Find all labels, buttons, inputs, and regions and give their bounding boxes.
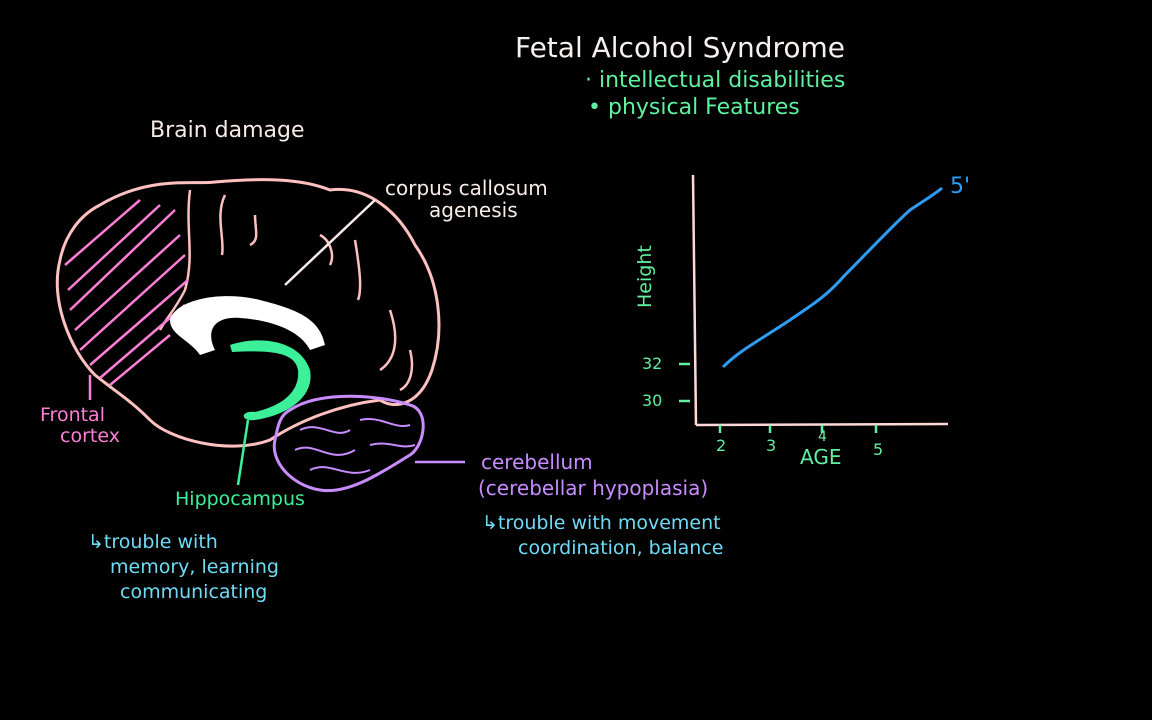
frontal-line1: Frontal: [40, 404, 105, 426]
growth-end-annotation: 5': [950, 174, 971, 199]
x-tick-4: 4: [818, 429, 827, 445]
frontal-line2: cortex: [60, 425, 120, 447]
bullet-2-text: physical Features: [607, 95, 800, 120]
bullet-1: · intellectual disabilities: [585, 68, 846, 93]
hippo-note-1: ↳trouble with: [88, 531, 218, 553]
bullet-2: • physical Features: [588, 95, 800, 120]
x-tick-3: 3: [766, 436, 777, 455]
x-tick-2: 2: [716, 436, 727, 455]
y-axis-label: Height: [634, 245, 656, 308]
cerebellum-line1: cerebellum: [481, 450, 593, 474]
corpus-callosum-label: corpus callosum agenesis: [385, 178, 548, 220]
page-title: Fetal Alcohol Syndrome: [515, 31, 846, 64]
corpus-callosum-line2: agenesis: [429, 198, 518, 222]
cerebellum-line2: (cerebellar hypoplasia): [478, 476, 709, 500]
brain-heading: Brain damage: [150, 118, 305, 143]
frontal-cortex-label: Frontal cortex: [40, 406, 120, 446]
corpus-callosum: [170, 296, 325, 355]
corpus-callosum-line1: corpus callosum: [385, 176, 548, 200]
cerebellum-note: ↳trouble with movement coordination, bal…: [482, 514, 723, 558]
cere-note-1: ↳trouble with movement: [482, 512, 721, 534]
y-tick-32: 32: [642, 354, 663, 373]
bullet-1-text: intellectual disabilities: [599, 68, 846, 93]
cerebellum-label: cerebellum (cerebellar hypoplasia): [478, 452, 708, 498]
hippo-note-3: communicating: [120, 581, 268, 603]
hippocampus-shape: [230, 340, 311, 421]
hippocampus-label: Hippocampus: [175, 488, 305, 510]
frontal-cortex-hatching: [64, 199, 189, 386]
cerebellum-shape: [272, 394, 425, 493]
chart-axes: [691, 174, 949, 427]
x-tick-5: 5: [873, 440, 884, 459]
hippocampus-note: ↳trouble with memory, learning communica…: [88, 533, 279, 602]
cere-note-2: coordination, balance: [518, 537, 724, 559]
x-axis-label: AGE: [800, 445, 842, 469]
growth-curve: [721, 186, 943, 369]
brain-outline: [55, 178, 441, 448]
y-tick-30: 30: [642, 391, 663, 410]
hippo-note-2: memory, learning: [110, 556, 279, 578]
